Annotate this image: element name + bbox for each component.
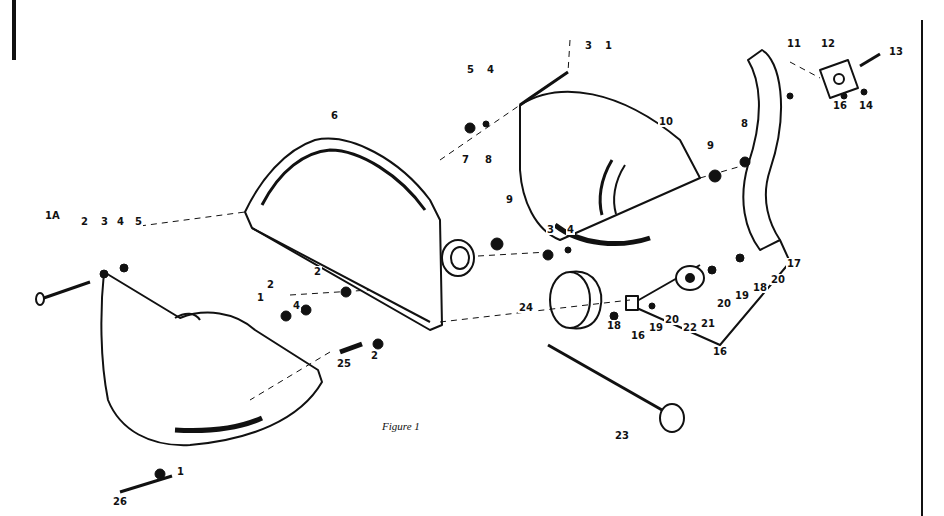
callout-number: 1 bbox=[604, 40, 613, 51]
callout-number: 4 bbox=[486, 64, 495, 75]
callout-number: 2 bbox=[313, 266, 322, 277]
callout-number: 5 bbox=[466, 64, 475, 75]
callout-number: 16 bbox=[832, 100, 848, 111]
callout-number: 4 bbox=[566, 224, 575, 235]
callout-number: 8 bbox=[740, 118, 749, 129]
callout-number: 26 bbox=[112, 496, 128, 507]
callout-number: 5 bbox=[134, 216, 143, 227]
callout-number: 18 bbox=[752, 282, 768, 293]
callout-number: 17 bbox=[786, 258, 802, 269]
callout-number: 16 bbox=[630, 330, 646, 341]
callout-number: 18 bbox=[606, 320, 622, 331]
callout-number: 8 bbox=[484, 154, 493, 165]
callout-number: 23 bbox=[614, 430, 630, 441]
callout-number: 1A bbox=[44, 210, 61, 221]
callout-number: 3 bbox=[546, 224, 555, 235]
callout-number: 20 bbox=[664, 314, 680, 325]
callout-number: 7 bbox=[461, 154, 470, 165]
callout-number: 24 bbox=[518, 302, 534, 313]
callout-number: 21 bbox=[700, 318, 716, 329]
callout-number: 20 bbox=[770, 274, 786, 285]
callout-number: 25 bbox=[336, 358, 352, 369]
callout-number: 9 bbox=[706, 140, 715, 151]
callout-number: 4 bbox=[292, 300, 301, 311]
callout-number: 3 bbox=[584, 40, 593, 51]
callout-number: 2 bbox=[370, 350, 379, 361]
callout-number: 6 bbox=[330, 110, 339, 121]
callout-number: 14 bbox=[858, 100, 874, 111]
callout-number: 20 bbox=[716, 298, 732, 309]
callout-number: 9 bbox=[505, 194, 514, 205]
callout-number: 19 bbox=[734, 290, 750, 301]
callout-number: 2 bbox=[266, 279, 275, 290]
callout-number: 1 bbox=[176, 466, 185, 477]
callout-number: 3 bbox=[100, 216, 109, 227]
callout-number: 4 bbox=[116, 216, 125, 227]
callout-number: 22 bbox=[682, 322, 698, 333]
figure-caption: Figure 1 bbox=[380, 420, 422, 432]
callout-number: 16 bbox=[712, 346, 728, 357]
callout-number: 19 bbox=[648, 322, 664, 333]
callout-number: 2 bbox=[80, 216, 89, 227]
callout-number: 1 bbox=[256, 292, 265, 303]
callout-number: 12 bbox=[820, 38, 836, 49]
callout-number: 11 bbox=[786, 38, 802, 49]
callout-number: 10 bbox=[658, 116, 674, 127]
callout-number: 13 bbox=[888, 46, 904, 57]
